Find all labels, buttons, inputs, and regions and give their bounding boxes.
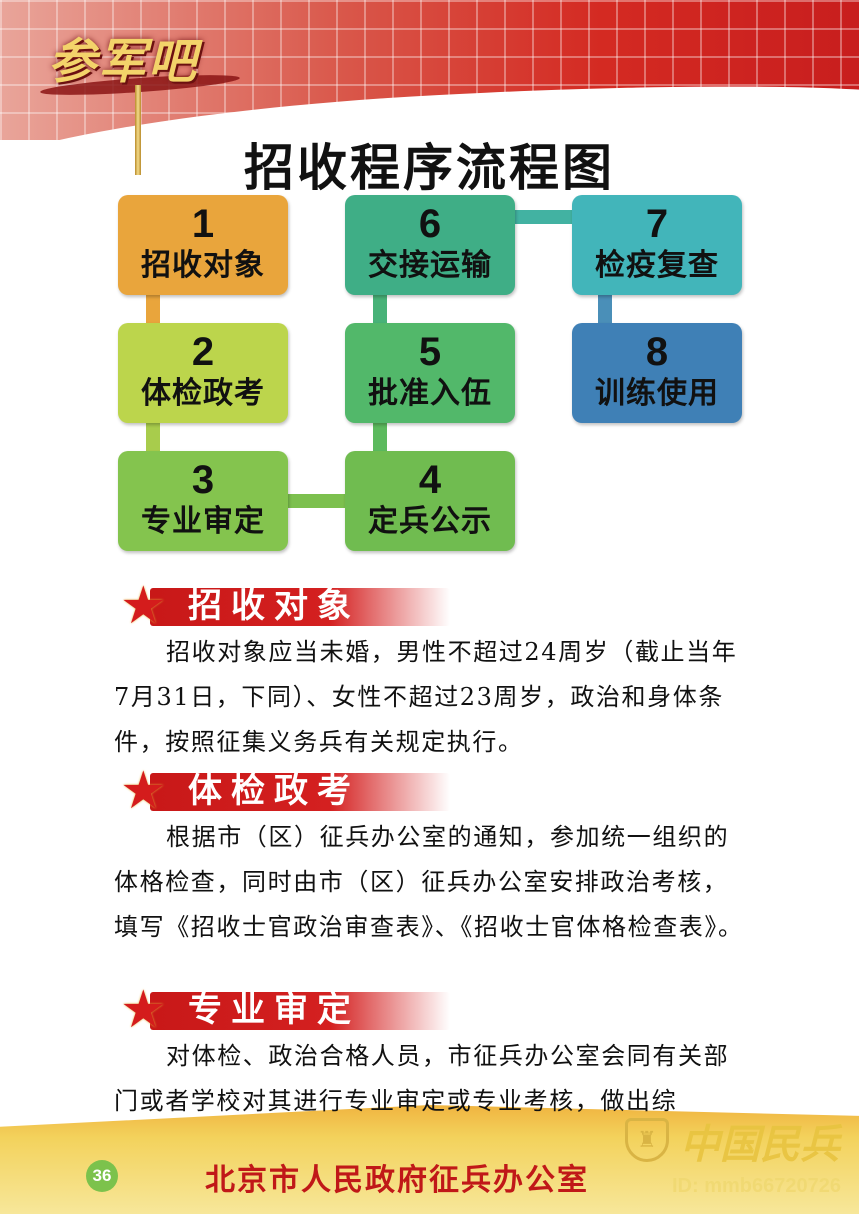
logo: 参军吧 [48,34,199,90]
step-label: 定兵公示 [368,505,492,538]
flow-connector [373,423,387,451]
heading-bar [150,992,450,1030]
step-label: 批准入伍 [368,377,492,410]
step-number: 5 [418,330,442,374]
step-label: 专业审定 [141,505,265,538]
flow-connector [288,494,345,508]
pole-decoration [135,85,141,175]
section-paragraph: 根据市（区）征兵办公室的通知，参加统一组织的体格检查，同时由市（区）征兵办公室安… [114,823,744,941]
step-number: 7 [645,202,669,246]
step-number: 8 [645,330,669,374]
step-number: 4 [418,458,442,502]
step-number: 3 [191,458,215,502]
footer-band [0,1105,859,1214]
step-label: 检疫复查 [595,249,719,282]
section-heading: ★ 招收对象 [120,577,450,635]
header-banner [0,0,859,140]
page-number: 36 [86,1160,118,1192]
star-icon: ★ [120,577,167,635]
step-label: 体检政考 [141,377,265,410]
flow-connector [373,295,387,323]
flow-connector [146,295,160,323]
step-label: 招收对象 [141,249,265,282]
section-heading: ★ 专业审定 [120,981,450,1039]
section-heading: ★ 体检政考 [120,762,450,820]
heading-text: 专业审定 [188,991,360,1029]
page-title: 招收程序流程图 [244,140,615,196]
step-label: 训练使用 [595,377,719,410]
heading-bar [150,588,450,626]
star-icon: ★ [120,981,167,1039]
footer-org: 北京市人民政府征兵办公室 [205,1164,589,1197]
flow-connector [515,210,572,224]
heading-text: 体检政考 [188,772,360,810]
step-number: 6 [418,202,442,246]
step-number: 2 [191,330,215,374]
heading-bar [150,773,450,811]
watermark-id: ID: mmb66720726 [672,1175,841,1197]
step-number: 1 [191,202,215,246]
emblem-icon: ♜ [625,1118,669,1162]
flow-connector [146,423,160,451]
flow-connector [598,295,612,323]
watermark-brand: 中国民兵 [680,1121,840,1168]
step-label: 交接运输 [368,249,492,282]
heading-text: 招收对象 [188,587,360,625]
star-icon: ★ [120,762,167,820]
section-paragraph: 招收对象应当未婚，男性不超过24周岁（截止当年7月31日，下同）、女性不超过23… [114,638,738,756]
